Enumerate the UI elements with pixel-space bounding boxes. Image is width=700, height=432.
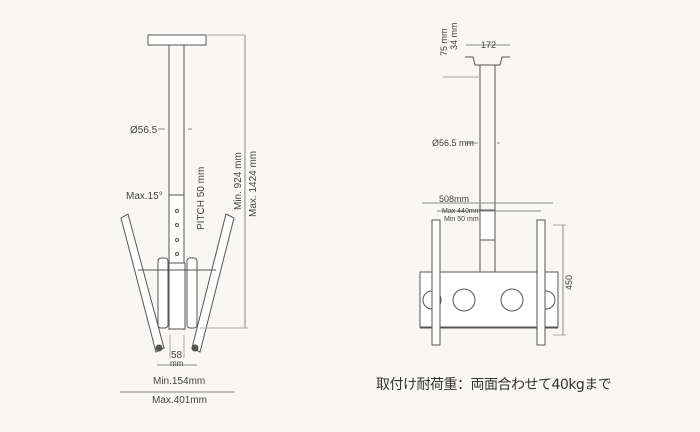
load-capacity-caption: 取付け耐荷重：両面合わせて40kgまで [376,377,612,393]
center-width-value: 58 [171,350,183,361]
max-height-label: Max. 1424 mm [248,151,259,217]
plate-width-label: 172 [481,40,496,50]
left-arm [120,213,165,353]
center-width-unit: mm [170,359,184,368]
inner-pole [168,194,185,266]
left-pole-diameter-label: Ø56.5 [130,125,158,136]
right-arm [191,213,235,353]
pitch-label: PITCH 50 mm [196,167,207,230]
monitor-bracket [419,271,559,328]
bracket-width-label: 508mm [439,194,469,204]
right-pole-diameter-label: Ø56.5 mm [432,138,474,148]
ceiling-mount [465,56,510,66]
bracket-height-label: 450 [564,275,574,290]
dim-34-label: 34 mm [449,22,459,50]
tilt-label: Max.15° [126,191,163,202]
vesa-min-label: Min 50 mm [444,216,479,223]
vesa-max-label: Max 440mm [442,208,481,215]
left-vertical-rail [431,219,441,346]
bracket-plate [168,262,186,330]
max-width-label: Max.401mm [152,395,207,406]
right-vertical-rail [536,219,546,346]
dim-75-label: 75 mm [439,28,449,56]
min-height-label: Min. 924 mm [233,152,244,210]
front-view-drawing [419,44,566,346]
min-width-label: Min.154mm [153,376,205,387]
ceiling-plate [147,34,207,46]
side-view-drawing [120,34,248,393]
